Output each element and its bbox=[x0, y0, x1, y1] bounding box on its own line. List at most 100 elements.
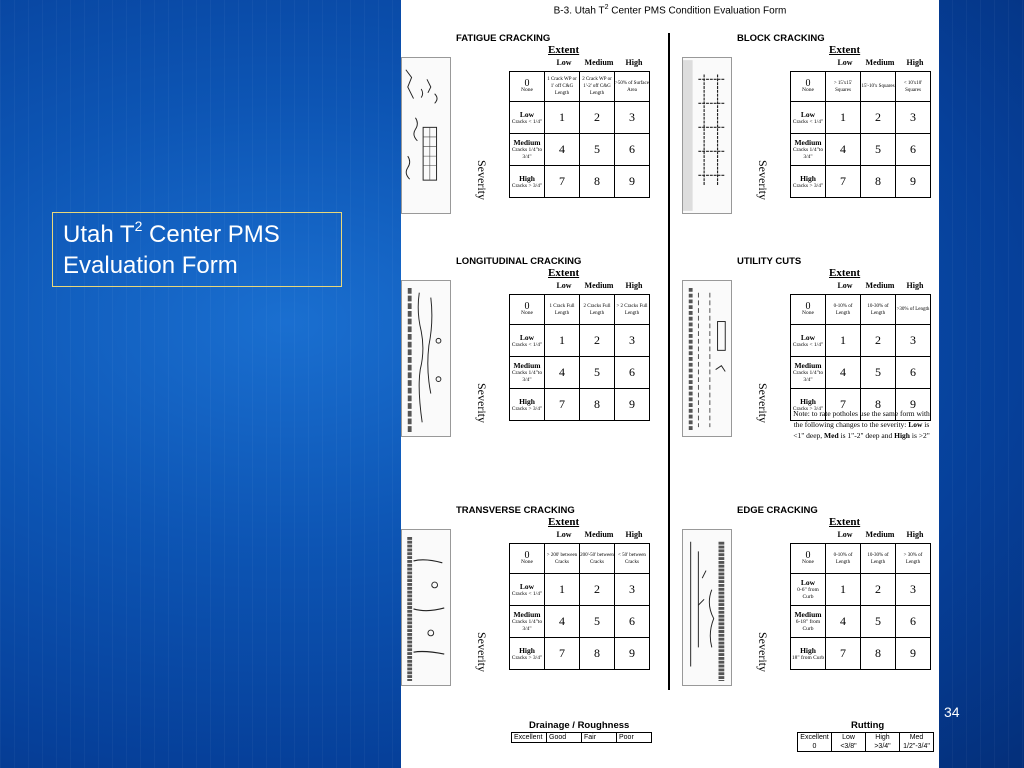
rating-cell[interactable]: 3 bbox=[614, 101, 650, 134]
rating-cell[interactable]: 6 bbox=[614, 133, 650, 166]
slide-title-post: Center PMS Evaluation Form bbox=[63, 221, 280, 279]
rating-cell[interactable]: 8 bbox=[860, 637, 896, 670]
rating-cell[interactable]: 3 bbox=[614, 573, 650, 606]
rating-cell[interactable]: 8 bbox=[860, 165, 896, 198]
rating-cell[interactable]: 6 bbox=[614, 605, 650, 638]
rating-cell[interactable]: 7 bbox=[544, 165, 580, 198]
rating-cell[interactable]: 7 bbox=[825, 165, 861, 198]
rating-cell[interactable]: 7 bbox=[544, 637, 580, 670]
rutting-low[interactable]: Low<3/8" bbox=[831, 732, 866, 752]
extent-desc-low: 1 Crack WP or 1' off C&G Length bbox=[544, 71, 580, 102]
drainage-option-excellent[interactable]: Excellent bbox=[511, 732, 547, 743]
rating-cell[interactable]: 8 bbox=[860, 388, 896, 421]
rating-cell[interactable]: 7 bbox=[544, 388, 580, 421]
panel-title: TRANSVERSE CRACKING bbox=[456, 505, 575, 516]
rating-cell[interactable]: 7 bbox=[825, 388, 861, 421]
rutting-high[interactable]: High>3/4" bbox=[865, 732, 900, 752]
rating-cell[interactable]: 1 bbox=[544, 324, 580, 357]
extent-header-high: High bbox=[625, 281, 643, 290]
extent-header-low: Low bbox=[837, 530, 853, 539]
panel-title: LONGITUDINAL CRACKING bbox=[456, 256, 582, 267]
extent-label: Extent bbox=[548, 516, 580, 528]
rating-cell[interactable]: 9 bbox=[614, 388, 650, 421]
pothole-note: Note: to rate potholes use the same form… bbox=[793, 409, 930, 440]
rating-cell[interactable]: 4 bbox=[825, 356, 861, 389]
rating-cell[interactable]: 5 bbox=[579, 605, 615, 638]
rating-cell[interactable]: 2 bbox=[579, 101, 615, 134]
drainage-option-poor[interactable]: Poor bbox=[616, 732, 652, 743]
severity-label: Severity bbox=[475, 632, 489, 672]
extent-header-high: High bbox=[625, 530, 643, 539]
rating-cell[interactable]: 7 bbox=[825, 637, 861, 670]
rating-cell[interactable]: 1 bbox=[825, 573, 861, 606]
slide-number: 34 bbox=[944, 704, 960, 720]
rating-cell[interactable]: 1 bbox=[544, 101, 580, 134]
rating-cell[interactable]: 2 bbox=[579, 324, 615, 357]
panel-title: EDGE CRACKING bbox=[737, 505, 818, 516]
extent-desc-low: > 200' between Cracks bbox=[544, 543, 580, 574]
severity-label: Severity bbox=[756, 383, 770, 423]
rating-cell[interactable]: 4 bbox=[825, 133, 861, 166]
evaluation-form-page: B-3. Utah T2 Center PMS Condition Evalua… bbox=[401, 0, 939, 768]
extent-desc-medium: 2 Cracks Full Length bbox=[579, 294, 615, 325]
slide-title-pre: Utah T bbox=[63, 221, 135, 248]
rating-cell[interactable]: 3 bbox=[895, 324, 931, 357]
rating-cell[interactable]: 2 bbox=[860, 573, 896, 606]
extent-header-high: High bbox=[625, 58, 643, 67]
rating-cell[interactable]: 1 bbox=[825, 324, 861, 357]
rating-cell[interactable]: 1 bbox=[825, 101, 861, 134]
rating-cell[interactable]: 2 bbox=[860, 324, 896, 357]
rating-cell[interactable]: 1 bbox=[544, 573, 580, 606]
extent-label: Extent bbox=[829, 44, 861, 56]
rating-cell[interactable]: 6 bbox=[614, 356, 650, 389]
drainage-option-fair[interactable]: Fair bbox=[581, 732, 617, 743]
extent-header-medium: Medium bbox=[584, 530, 614, 539]
rating-cell[interactable]: 8 bbox=[579, 637, 615, 670]
rating-cell[interactable]: 4 bbox=[544, 356, 580, 389]
rating-cell[interactable]: 5 bbox=[579, 356, 615, 389]
rating-cell[interactable]: 3 bbox=[614, 324, 650, 357]
rating-cell[interactable]: 9 bbox=[614, 165, 650, 198]
rating-cell[interactable]: 8 bbox=[579, 388, 615, 421]
rating-cell[interactable]: 6 bbox=[895, 133, 931, 166]
rating-cell[interactable]: 5 bbox=[860, 605, 896, 638]
rating-cell[interactable]: 9 bbox=[895, 637, 931, 670]
rating-cell[interactable]: 4 bbox=[544, 133, 580, 166]
rating-cell[interactable]: 4 bbox=[544, 605, 580, 638]
rating-cell[interactable]: 3 bbox=[895, 101, 931, 134]
extent-desc-high: < 10'x10' Squares bbox=[895, 71, 931, 102]
rating-cell[interactable]: 5 bbox=[860, 133, 896, 166]
rating-cell[interactable]: 4 bbox=[825, 605, 861, 638]
extent-label: Extent bbox=[548, 44, 580, 56]
rating-cell[interactable]: 9 bbox=[614, 637, 650, 670]
rating-cell[interactable]: 9 bbox=[895, 165, 931, 198]
rating-cell[interactable]: 8 bbox=[579, 165, 615, 198]
rating-cell[interactable]: 5 bbox=[860, 356, 896, 389]
drainage-option-good[interactable]: Good bbox=[546, 732, 582, 743]
extent-desc-medium: 10-30% of Length bbox=[860, 543, 896, 574]
rating-cell[interactable]: 2 bbox=[579, 573, 615, 606]
rating-cell[interactable]: 6 bbox=[895, 605, 931, 638]
rating-cell[interactable]: 3 bbox=[895, 573, 931, 606]
rating-cell[interactable]: 9 bbox=[895, 388, 931, 421]
extent-header-high: High bbox=[906, 281, 924, 290]
rating-cell[interactable]: 5 bbox=[579, 133, 615, 166]
rating-cell[interactable]: 6 bbox=[895, 356, 931, 389]
rating-cell[interactable]: 2 bbox=[860, 101, 896, 134]
extent-header-medium: Medium bbox=[584, 58, 614, 67]
extent-label: Extent bbox=[829, 516, 861, 528]
